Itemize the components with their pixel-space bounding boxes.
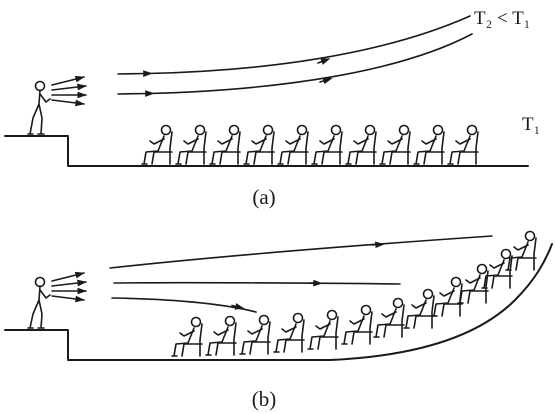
seated-listener <box>171 316 203 357</box>
ray-b-bottom-arrow <box>231 303 245 310</box>
sound-ray-b-bottom <box>111 297 257 313</box>
temperature-gradient-label: T₂ < T₁ <box>474 8 530 29</box>
seated-listener <box>431 276 463 317</box>
panel-b-raked-floor: (b) <box>4 230 553 411</box>
seated-listener <box>481 248 513 289</box>
seated-listener <box>239 314 271 355</box>
sound-ray-lower-curve <box>149 33 473 95</box>
ray-mid-arrow-lower <box>319 77 333 85</box>
seated-listener <box>243 124 275 165</box>
panel-a-flat-floor: T₂ < T₁ T₁ (a) <box>4 8 540 209</box>
ray-mid-arrow-upper <box>317 58 331 65</box>
seated-listener <box>457 263 489 304</box>
speech-arrows <box>51 75 87 107</box>
seated-listener <box>307 309 339 350</box>
seated-listener <box>413 124 445 165</box>
seated-listener <box>277 124 309 165</box>
seated-listener <box>379 124 411 165</box>
seated-listener <box>209 124 241 165</box>
seated-listener <box>205 315 237 356</box>
speech-arrows-b <box>51 271 87 303</box>
sound-ray-b-middle <box>113 281 401 285</box>
sound-ray-upper <box>117 70 153 77</box>
panel-a-caption: (a) <box>252 185 275 209</box>
audience-seats-flat <box>141 124 479 165</box>
audience-seats-raked <box>171 230 537 357</box>
seated-listener <box>345 124 377 165</box>
seated-listener <box>341 304 373 345</box>
sound-ray-lower <box>117 90 155 97</box>
speaker-figure <box>27 80 51 135</box>
ray-b-top-arrow <box>371 241 385 249</box>
speaker-figure-b <box>27 276 51 329</box>
seated-listener <box>175 124 207 165</box>
seated-listener <box>373 297 405 338</box>
seated-listener <box>403 288 435 329</box>
stage-and-floor-outline <box>4 135 529 167</box>
seated-listener <box>141 124 173 165</box>
sound-ray-b-top <box>109 235 493 269</box>
sound-ray-upper-curve <box>147 15 471 75</box>
stage-and-raked-floor-outline <box>4 243 553 361</box>
floor-temperature-label: T₁ <box>522 114 540 135</box>
seated-listener <box>505 230 537 271</box>
seated-listener <box>447 124 479 165</box>
seated-listener <box>273 312 305 353</box>
seated-listener <box>311 124 343 165</box>
panel-b-caption: (b) <box>252 387 277 411</box>
